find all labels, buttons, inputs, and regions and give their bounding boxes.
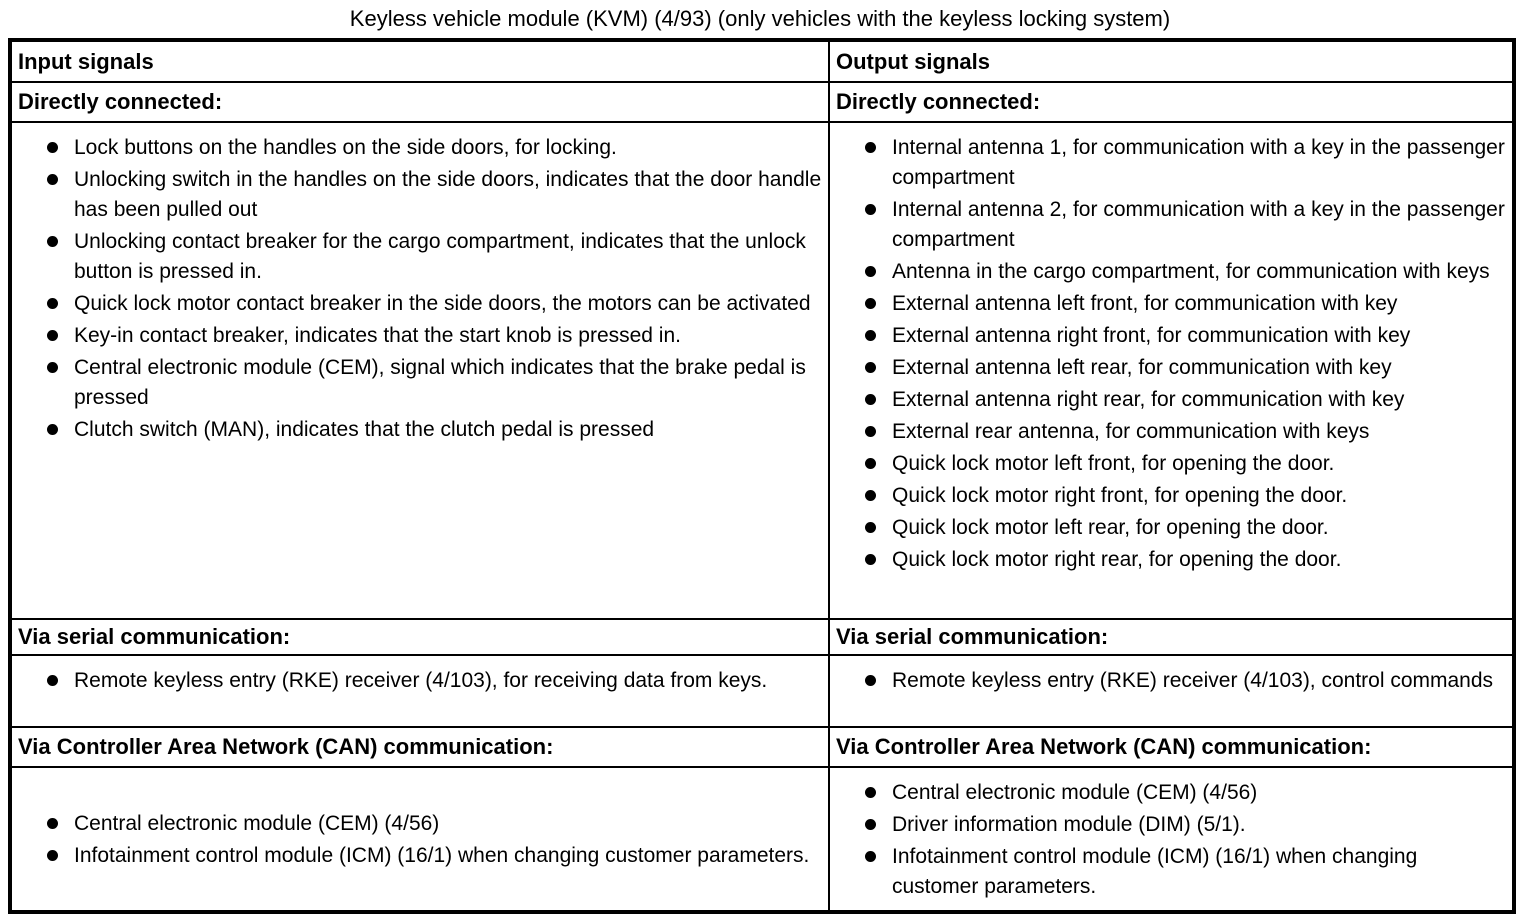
can-communication-content-row: Central electronic module (CEM) (4/56) I… [9,766,1515,913]
output-can-list: Central electronic module (CEM) (4/56) D… [842,778,1506,902]
signal-item: Remote keyless entry (RKE) receiver (4/1… [864,666,1506,696]
input-signals-header: Input signals [9,39,830,83]
output-directly-connected-cell: Internal antenna 1, for communication wi… [828,121,1515,620]
signal-item: Lock buttons on the handles on the side … [46,133,822,163]
signal-item: Infotainment control module (ICM) (16/1)… [46,841,822,871]
signal-item: Quick lock motor contact breaker in the … [46,289,822,319]
serial-communication-content-row: Remote keyless entry (RKE) receiver (4/1… [9,654,1515,728]
signal-item: External antenna right rear, for communi… [864,385,1506,415]
output-directly-connected-label: Directly connected: [828,81,1515,123]
signal-item: Quick lock motor left front, for opening… [864,449,1506,479]
input-serial-list: Remote keyless entry (RKE) receiver (4/1… [24,666,822,696]
input-directly-connected-label: Directly connected: [9,81,830,123]
input-can-list: Central electronic module (CEM) (4/56) I… [24,809,822,871]
output-serial-list: Remote keyless entry (RKE) receiver (4/1… [842,666,1506,696]
signal-item: Infotainment control module (ICM) (16/1)… [864,842,1506,902]
input-directly-connected-cell: Lock buttons on the handles on the side … [9,121,830,620]
input-serial-cell: Remote keyless entry (RKE) receiver (4/1… [9,654,830,728]
page-title: Keyless vehicle module (KVM) (4/93) (onl… [349,6,1171,31]
output-serial-cell: Remote keyless entry (RKE) receiver (4/1… [828,654,1515,728]
can-communication-label-row: Via Controller Area Network (CAN) commun… [9,726,1515,768]
output-signals-header: Output signals [828,39,1515,83]
table-header-row: Input signals Output signals [9,39,1515,83]
signal-item: Internal antenna 1, for communication wi… [864,133,1506,193]
signal-item: Unlocking switch in the handles on the s… [46,165,822,225]
signal-item: External antenna left rear, for communic… [864,353,1506,383]
signal-item: Key-in contact breaker, indicates that t… [46,321,822,351]
signal-item: Remote keyless entry (RKE) receiver (4/1… [46,666,822,696]
output-serial-label: Via serial communication: [828,618,1515,656]
signal-item: Central electronic module (CEM) (4/56) [46,809,822,839]
input-directly-connected-list: Lock buttons on the handles on the side … [24,133,822,445]
input-can-label: Via Controller Area Network (CAN) commun… [9,726,830,768]
signal-item: Clutch switch (MAN), indicates that the … [46,415,822,445]
signal-item: Quick lock motor left rear, for opening … [864,513,1506,543]
output-can-label: Via Controller Area Network (CAN) commun… [828,726,1515,768]
signal-item: Central electronic module (CEM) (4/56) [864,778,1506,808]
serial-communication-label-row: Via serial communication: Via serial com… [9,618,1515,656]
signal-item: Driver information module (DIM) (5/1). [864,810,1506,840]
output-can-cell: Central electronic module (CEM) (4/56) D… [828,766,1515,913]
signal-item: External antenna right front, for commun… [864,321,1506,351]
signal-item: Quick lock motor right rear, for opening… [864,545,1506,575]
directly-connected-content-row: Lock buttons on the handles on the side … [9,121,1515,620]
directly-connected-label-row: Directly connected: Directly connected: [9,81,1515,123]
signal-item: External rear antenna, for communication… [864,417,1506,447]
signal-item: Unlocking contact breaker for the cargo … [46,227,822,287]
signals-table: Input signals Output signals Directly co… [8,38,1516,914]
signal-item: Quick lock motor right front, for openin… [864,481,1506,511]
output-directly-connected-list: Internal antenna 1, for communication wi… [842,133,1506,575]
input-serial-label: Via serial communication: [9,618,830,656]
signal-item: Internal antenna 2, for communication wi… [864,195,1506,255]
input-can-cell: Central electronic module (CEM) (4/56) I… [9,766,830,913]
signal-item: Central electronic module (CEM), signal … [46,353,822,413]
signal-item: Antenna in the cargo compartment, for co… [864,257,1506,287]
signal-item: External antenna left front, for communi… [864,289,1506,319]
